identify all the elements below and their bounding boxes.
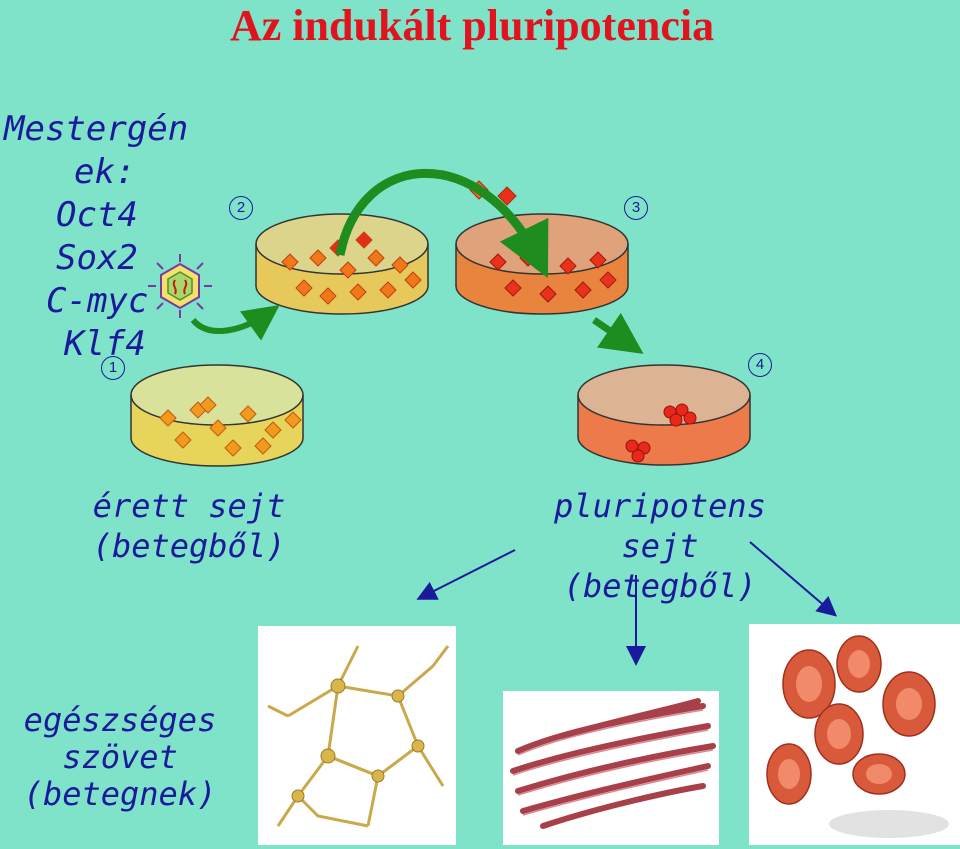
gene-sox2: Sox2 — [56, 238, 138, 278]
page-title: Az indukált pluripotencia — [230, 1, 715, 50]
step-2-badge: 2 — [229, 196, 253, 220]
gene-cmyc: C-myc — [46, 281, 149, 321]
pluripotent-cell-line1: pluripotens — [554, 487, 766, 525]
muscle-fibers-icon — [510, 698, 716, 829]
master-genes-heading: Mestergén — [4, 109, 189, 149]
mature-cell-line1: érett sejt — [92, 487, 286, 525]
pluripotent-cell-line3: (betegből) — [563, 567, 757, 605]
step-3-badge: 3 — [624, 196, 648, 220]
green-arrow-3-to-4 — [592, 312, 644, 354]
step-4-badge: 4 — [748, 353, 772, 377]
red-blood-cells-icon — [766, 635, 949, 838]
petri-dish-2 — [255, 213, 429, 315]
virus-vector-icon — [148, 254, 212, 318]
pluripotent-cell-line2: sejt — [621, 527, 699, 565]
step-1-badge: 1 — [101, 356, 125, 380]
blue-arrow-to-blood — [749, 541, 838, 617]
healthy-tissue-line2: szövet — [62, 738, 178, 776]
petri-dish-1 — [130, 364, 304, 467]
pluripotent-cell-caption: pluripotens sejt (betegből) — [540, 486, 780, 606]
healthy-tissue-caption: egészséges szövet (betegnek) — [0, 702, 240, 813]
neuron-network-icon — [267, 645, 450, 828]
healthy-tissue-line1: egészséges — [23, 701, 217, 739]
master-genes-heading-cont: ek: — [74, 152, 136, 192]
mature-cell-line2: (betegből) — [92, 527, 286, 565]
neuron-tissue-image — [258, 626, 456, 845]
muscle-tissue-image — [503, 691, 719, 845]
gene-oct4: Oct4 — [56, 195, 138, 235]
green-arrow-2-to-3 — [335, 168, 549, 279]
petri-dish-4 — [577, 364, 751, 466]
blue-arrow-to-neurons — [416, 549, 516, 600]
green-arrow-1-to-2 — [190, 304, 280, 341]
petri-dish-3 — [455, 213, 629, 315]
mature-cell-caption: érett sejt (betegből) — [84, 486, 294, 566]
healthy-tissue-line3: (betegnek) — [23, 775, 217, 813]
master-genes-list: Mestergén ek: Oct4 Sox2 C-myc Klf4 — [4, 108, 188, 366]
blood-cells-image — [749, 624, 960, 845]
